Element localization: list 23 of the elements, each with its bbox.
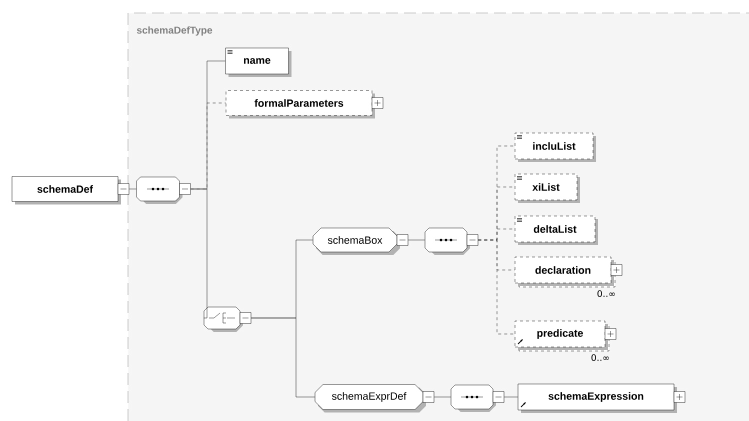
compositor-symbol (450, 384, 504, 412)
element-box: schemaExpression (518, 384, 686, 413)
element-box: schemaDef (12, 176, 130, 204)
compositor-symbol (204, 306, 252, 332)
occurrence-label: 0..∞ (597, 290, 615, 297)
connector-line (504, 396, 518, 398)
type-box: schemaBox (312, 228, 408, 255)
element-box: incluList (514, 132, 596, 162)
connector-line (434, 396, 451, 398)
compositor-symbol (424, 228, 478, 255)
connector-line (190, 188, 208, 318)
connector-line (251, 318, 315, 398)
element-box: declaration (514, 256, 622, 288)
compositor-symbol (136, 176, 191, 204)
element-box: predicate (514, 320, 616, 352)
connector-line (129, 188, 136, 190)
connector-line (478, 240, 515, 334)
type-box: schemaExprDef (314, 384, 434, 412)
element-box: deltaList (514, 216, 598, 245)
element-box: xiList (514, 174, 580, 203)
element-box: name (225, 48, 292, 77)
element-box: formalParameters (226, 90, 384, 118)
occurrence-label: 0..∞ (591, 354, 609, 361)
